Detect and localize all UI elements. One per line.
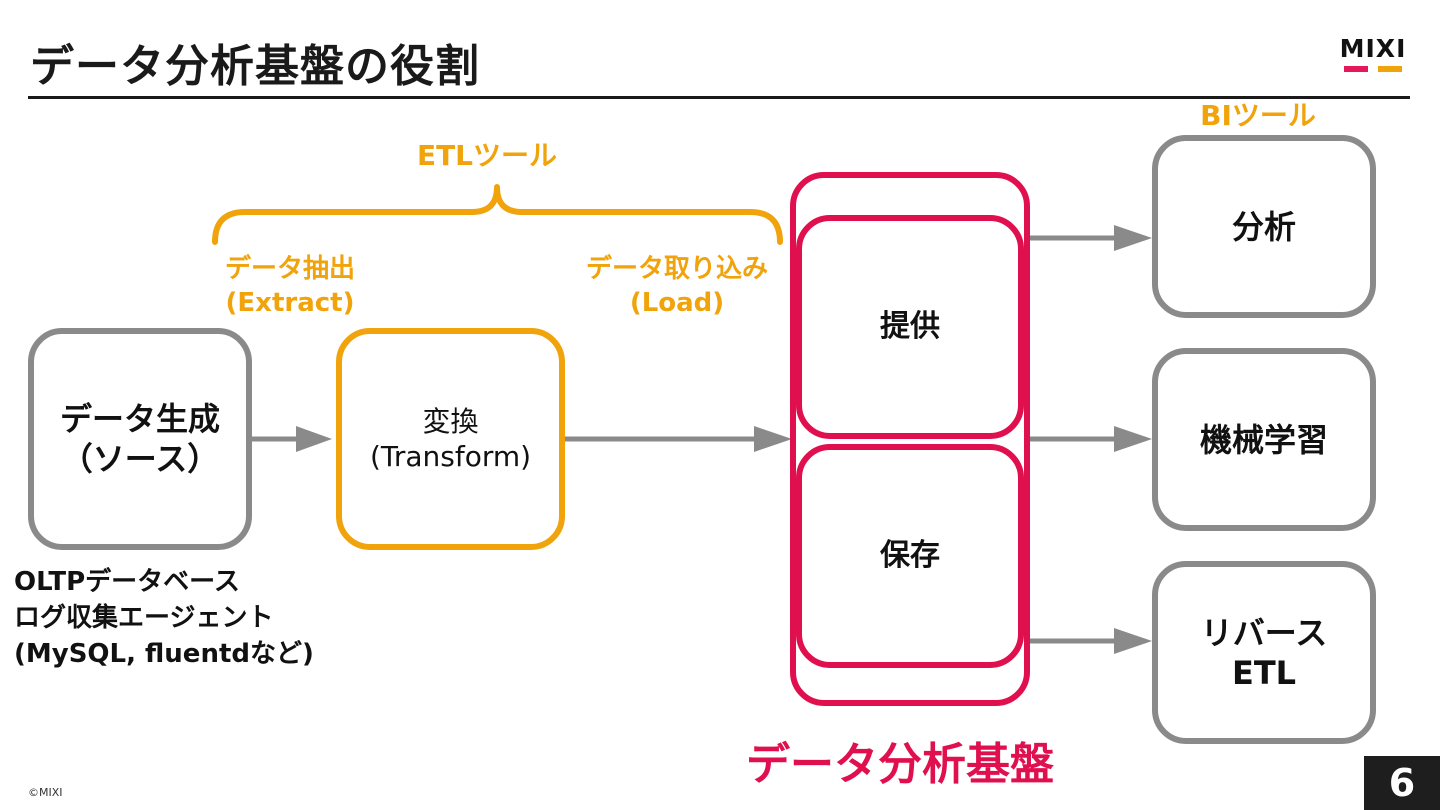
transform-box: 変換 (Transform) — [336, 328, 565, 550]
page-number: 6 — [1364, 756, 1440, 810]
store-box-label: 保存 — [880, 538, 940, 574]
reverse-etl-box-line1: リバース — [1200, 613, 1328, 652]
source-examples-note: OLTPデータベース ログ収集エージェント (MySQL, fluentdなど) — [14, 564, 314, 672]
etl-brace — [212, 184, 783, 245]
reverse-etl-box-line2: ETL — [1231, 653, 1297, 692]
arrowhead-transform-to-platform — [754, 426, 792, 452]
store-box: 保存 — [796, 444, 1024, 668]
arrowhead-to-analysis — [1114, 225, 1152, 251]
extract-label-line1: データ抽出 — [224, 254, 355, 284]
mixi-logo: MIXI — [1334, 36, 1412, 72]
analysis-box-label: 分析 — [1231, 207, 1296, 246]
load-label-line2: (Load) — [629, 288, 725, 318]
extract-label-line2: (Extract) — [225, 288, 355, 318]
arrowhead-source-to-transform — [296, 426, 332, 452]
title-underline — [28, 96, 1410, 99]
platform-label: データ分析基盤 — [746, 739, 1054, 790]
copyright-text: ©MIXI — [28, 786, 63, 799]
source-note-line2: ログ収集エージェント — [14, 603, 274, 633]
source-note-line1: OLTPデータベース — [14, 567, 240, 597]
load-label-line1: データ取り込み — [585, 254, 768, 284]
source-note-line3: (MySQL, fluentdなど) — [14, 639, 314, 669]
logo-bar-pink — [1344, 66, 1368, 72]
provide-box-label: 提供 — [880, 309, 940, 345]
logo-bars — [1334, 66, 1412, 72]
source-box-line1: データ生成 — [59, 400, 220, 438]
transform-box-line1: 変換 — [422, 405, 479, 438]
logo-bar-orange — [1378, 66, 1402, 72]
analysis-box: 分析 — [1152, 135, 1376, 318]
etl-tool-label: ETLツール — [416, 139, 558, 172]
platform-container — [790, 172, 1030, 706]
ml-box-label: 機械学習 — [1199, 420, 1328, 459]
logo-text: MIXI — [1339, 34, 1407, 63]
slide-title: データ分析基盤の役割 — [30, 41, 480, 92]
extract-label: データ抽出 (Extract) — [200, 252, 380, 320]
bi-tool-label: BIツール — [1200, 99, 1316, 132]
load-label: データ取り込み (Load) — [562, 252, 792, 320]
arrowhead-to-reverse-etl — [1114, 628, 1152, 654]
arrowhead-to-ml — [1114, 426, 1152, 452]
transform-box-line2: (Transform) — [369, 440, 532, 473]
provide-box: 提供 — [796, 215, 1024, 439]
source-box: データ生成 （ソース） — [28, 328, 252, 550]
source-box-line2: （ソース） — [60, 440, 220, 478]
reverse-etl-box: リバース ETL — [1152, 561, 1376, 744]
ml-box: 機械学習 — [1152, 348, 1376, 531]
